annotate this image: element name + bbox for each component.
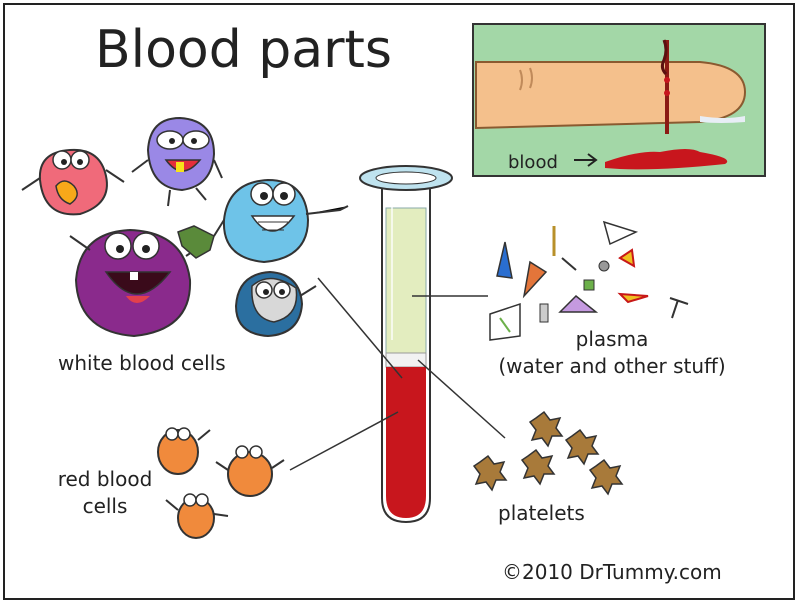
wbc-pointer xyxy=(317,277,403,379)
platelets-group xyxy=(472,410,624,496)
platelet-4 xyxy=(472,454,508,492)
plasma-label: plasma (water and other stuff) xyxy=(498,327,726,378)
platelets-label: platelets xyxy=(498,501,585,525)
white-blood-cells xyxy=(21,116,349,338)
diagram-title: Blood parts xyxy=(95,20,393,80)
red-blood-cells-label: red blood cells xyxy=(57,467,153,518)
rbc-pointer xyxy=(289,411,399,471)
platelet-5 xyxy=(588,458,624,496)
pink-wbc xyxy=(21,148,125,216)
large-purple-wbc xyxy=(69,228,205,338)
platelet-1 xyxy=(528,410,564,448)
platelet-3 xyxy=(520,448,556,486)
finger-prick-inset xyxy=(472,23,766,177)
red-blood-cells xyxy=(157,427,285,539)
rbc-1 xyxy=(157,427,211,475)
blue-wbc xyxy=(213,178,349,264)
fingernail xyxy=(700,116,745,123)
copyright-credit: ©2010 DrTummy.com xyxy=(502,560,722,584)
test-tube xyxy=(359,165,453,524)
platelet-pointer xyxy=(417,359,506,439)
platelet-2 xyxy=(564,428,600,466)
white-blood-cells-label: white blood cells xyxy=(58,351,226,375)
red-blood-layer xyxy=(386,367,426,518)
arrow-icon xyxy=(574,153,598,167)
pointer-lines xyxy=(289,277,506,471)
plasma-contents xyxy=(489,220,689,341)
rbc-3 xyxy=(165,493,229,539)
purple-wbc xyxy=(131,116,223,207)
blood-puddle xyxy=(605,149,728,170)
small-grey-wbc xyxy=(234,270,317,338)
buffy-coat xyxy=(385,352,427,368)
inset-blood-label: blood xyxy=(508,152,558,173)
rbc-2 xyxy=(215,445,285,497)
germ xyxy=(177,225,215,259)
